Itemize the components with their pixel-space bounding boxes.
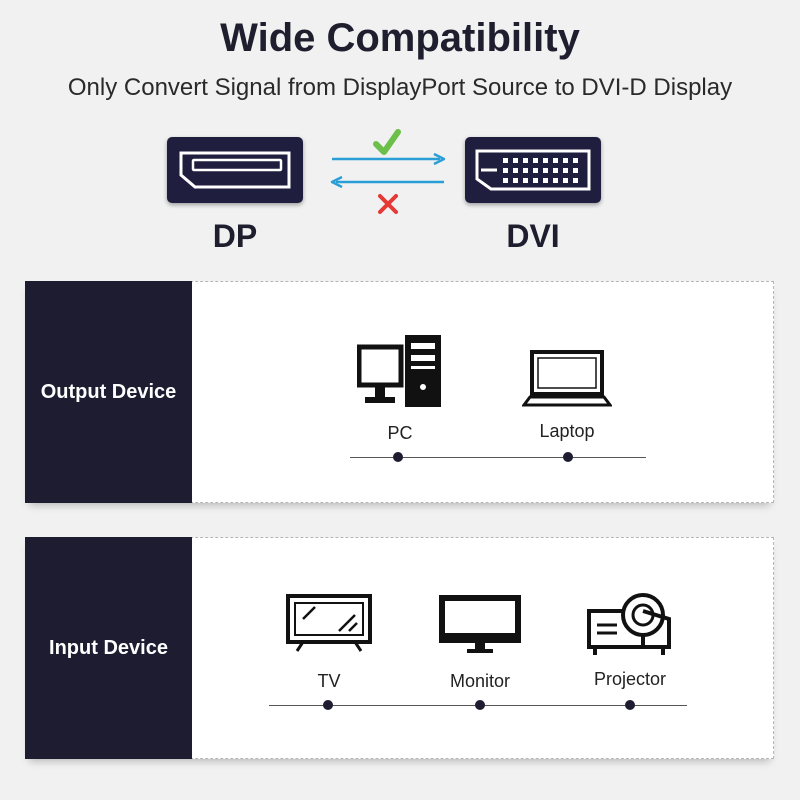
dvi-label: DVI [506, 218, 560, 254]
desktop-pc-icon [356, 333, 443, 414]
cross-icon [378, 194, 398, 214]
device-label-tv: TV [317, 671, 341, 691]
timeline-dot-monitor [475, 700, 485, 710]
dvi-icon [475, 149, 591, 191]
device-label-pc: PC [387, 423, 413, 443]
page-subtitle: Only Convert Signal from DisplayPort Sou… [67, 74, 733, 101]
dvi-port-graphic [465, 137, 601, 203]
dp-label: DP [212, 218, 258, 254]
device-label-laptop: Laptop [539, 421, 595, 441]
monitor-icon [437, 593, 523, 660]
device-label-projector: Projector [593, 669, 667, 689]
input-device-heading: Input Device [49, 636, 168, 659]
input-device-panel: Input Device TV Monitor [25, 537, 774, 759]
forward-arrow-icon [332, 152, 446, 166]
input-device-heading-block: Input Device [25, 537, 192, 759]
projector-icon [583, 589, 675, 664]
dp-port-graphic [167, 137, 303, 203]
check-icon [373, 129, 401, 155]
signal-direction [326, 126, 450, 223]
timeline-dot-tv [323, 700, 333, 710]
device-label-monitor: Monitor [449, 671, 511, 691]
tv-icon [285, 593, 373, 658]
timeline-dot-projector [625, 700, 635, 710]
timeline-dot-pc [393, 452, 403, 462]
displayport-icon [179, 151, 291, 189]
output-timeline [350, 457, 646, 458]
page-title: Wide Compatibility [220, 16, 580, 60]
timeline-dot-laptop [563, 452, 573, 462]
reverse-arrow-icon [330, 175, 444, 189]
output-device-panel: Output Device PC Laptop [25, 281, 774, 503]
laptop-icon [521, 349, 613, 412]
output-device-heading: Output Device [40, 380, 177, 403]
output-device-heading-block: Output Device [25, 281, 192, 503]
